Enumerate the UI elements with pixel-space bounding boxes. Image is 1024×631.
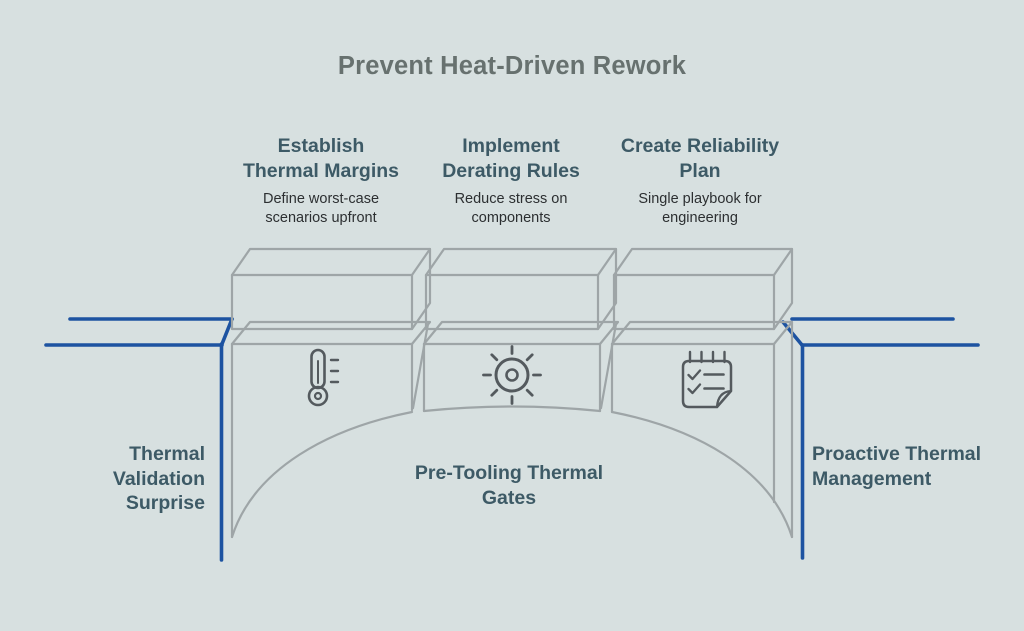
capstone-box-2 — [424, 247, 618, 331]
heading-line: Create Reliability — [620, 135, 780, 157]
subtext-line: Reduce stress on — [454, 191, 568, 207]
heading-line: Implement — [462, 135, 560, 157]
heading-line: Derating Rules — [442, 159, 580, 182]
thermometer-icon — [307, 348, 340, 407]
column-subtext-implement-derating-rules: Reduce stress on components — [371, 190, 651, 228]
deck-box-3 — [610, 320, 794, 539]
subtext-line: engineering — [662, 210, 738, 226]
label-line: Thermal — [129, 443, 205, 465]
subtext-line: Single playbook for — [638, 191, 762, 207]
label-pre-tooling-thermal-gates: Pre-Tooling Thermal Gates — [369, 461, 649, 510]
column-heading-implement-derating-rules: Implement Derating Rules — [371, 134, 651, 183]
heading-line: Establish — [277, 135, 365, 157]
subtext-line: scenarios upfront — [265, 210, 377, 226]
heading-line: Thermal Margins — [242, 159, 400, 182]
label-proactive-thermal-management: Proactive Thermal Management — [812, 442, 1024, 491]
label-line: Management — [812, 467, 932, 490]
deck-box-2 — [422, 320, 620, 413]
column-heading-create-reliability-plan: Create Reliability Plan — [560, 134, 840, 183]
deck-box-1 — [230, 320, 432, 539]
label-line: Pre-Tooling Thermal — [414, 462, 604, 484]
subtext-line: Define worst-case — [262, 191, 380, 207]
capstone-box-1 — [230, 247, 432, 331]
capstone-box-3 — [612, 247, 794, 331]
label-line: Validation — [112, 467, 205, 490]
heading-line: Plan — [679, 159, 721, 182]
road-left — [44, 317, 234, 562]
column-heading-establish-thermal-margins: Establish Thermal Margins — [181, 134, 461, 183]
page-title: Prevent Heat-Driven Rework — [337, 52, 687, 80]
column-subtext-create-reliability-plan: Single playbook for engineering — [560, 190, 840, 228]
sun-icon — [482, 345, 542, 405]
label-thermal-validation-surprise: Thermal Validation Surprise — [0, 442, 205, 516]
arch — [230, 410, 794, 539]
road-right — [781, 317, 980, 560]
checklist-icon — [681, 350, 733, 409]
subtext-line: components — [471, 210, 551, 226]
label-line: Gates — [481, 486, 537, 509]
label-line: Proactive Thermal — [812, 443, 982, 465]
column-subtext-establish-thermal-margins: Define worst-case scenarios upfront — [181, 190, 461, 228]
label-line: Surprise — [125, 492, 205, 514]
